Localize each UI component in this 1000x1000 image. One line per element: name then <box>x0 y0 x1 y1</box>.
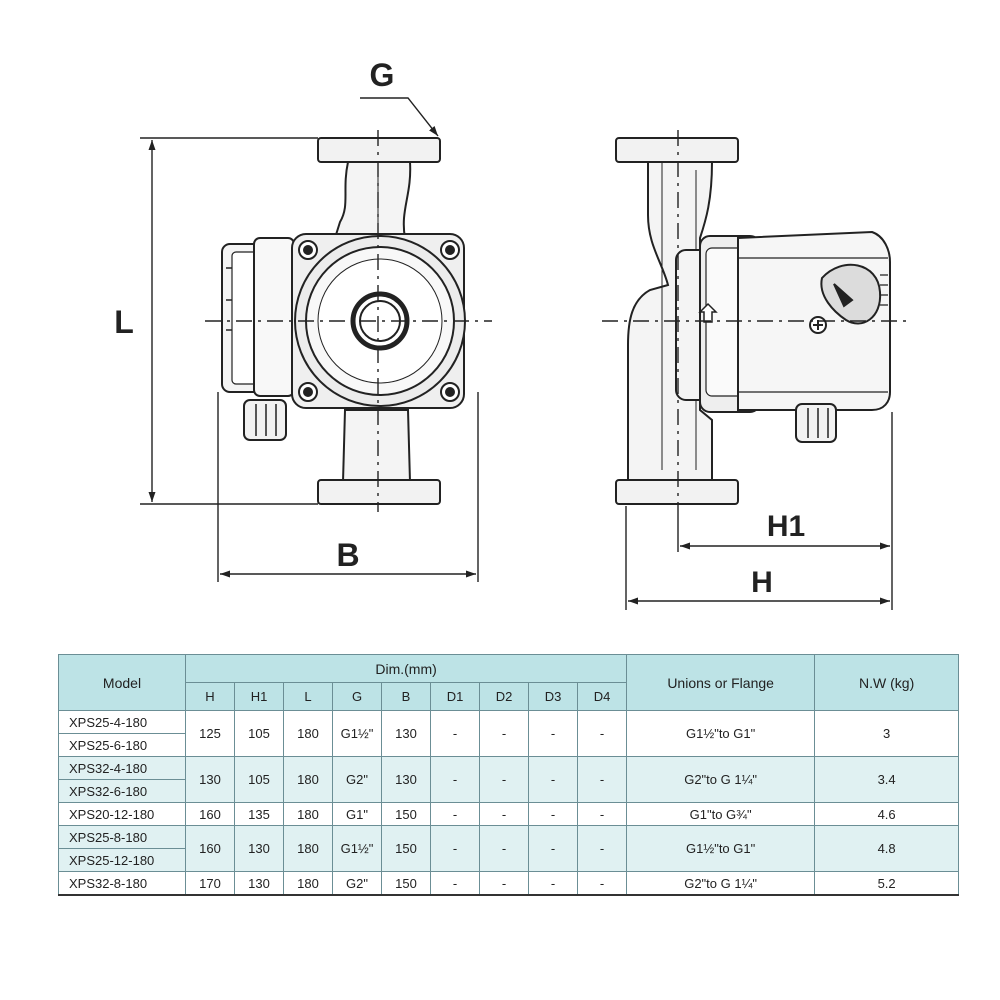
col-dim-d3: D3 <box>528 682 578 711</box>
dim-cell-h1: 130 <box>234 871 284 896</box>
table-row: XPS25-6-180 <box>58 733 959 757</box>
dim-cell-g: G2" <box>332 871 382 896</box>
dim-cell-d1: - <box>430 756 480 803</box>
col-dim-l: L <box>283 682 333 711</box>
dim-cell-d2: - <box>479 710 529 757</box>
dim-cell-d4: - <box>576 871 628 896</box>
unions-cell: G2"to G 1¼" <box>626 756 816 803</box>
dim-cell-d1: - <box>430 802 480 826</box>
spec-table: Model Dim.(mm) Unions or Flange N.W (kg)… <box>58 654 960 896</box>
col-dim-h1: H1 <box>234 682 284 711</box>
model-cell: XPS25-6-180 <box>58 733 186 757</box>
col-model: Model <box>58 654 186 711</box>
dim-cell-h1: 135 <box>234 802 284 826</box>
model-cell: XPS25-8-180 <box>58 825 186 849</box>
model-cell: XPS25-12-180 <box>58 848 186 872</box>
col-dim-h: H <box>185 682 235 711</box>
dim-cell-d2: - <box>479 756 529 803</box>
col-dim: Dim.(mm) <box>184 654 628 683</box>
dim-cell-l: 180 <box>283 871 333 896</box>
dim-cell-l: 180 <box>283 802 333 826</box>
model-cell: XPS32-4-180 <box>58 756 186 780</box>
dim-cell-d1: - <box>430 710 480 757</box>
unions-cell: G2"to G 1¼" <box>626 871 816 896</box>
dim-cell-g: G1½" <box>332 825 382 872</box>
col-dim-g: G <box>332 682 382 711</box>
dim-cell-h1: 105 <box>234 710 284 757</box>
dim-cell-h: 160 <box>185 802 235 826</box>
label-b: B <box>336 537 359 573</box>
col-dim-d1: D1 <box>430 682 480 711</box>
dimension-lines <box>140 97 893 610</box>
dim-cell-b: 130 <box>381 710 431 757</box>
dim-cell-l: 180 <box>283 756 333 803</box>
dim-cell-b: 130 <box>381 756 431 803</box>
label-g: G <box>370 57 395 93</box>
unions-cell: G1½"to G1" <box>626 710 816 757</box>
label-h1: H1 <box>767 510 805 543</box>
col-unions: Unions or Flange <box>626 654 816 711</box>
nw-cell: 3 <box>814 710 960 757</box>
dim-cell-d4: - <box>576 756 628 803</box>
nw-cell: 5.2 <box>814 871 960 896</box>
nw-cell: 3.4 <box>814 756 960 803</box>
table-row: XPS25-12-180 <box>58 848 959 872</box>
col-dim-b: B <box>381 682 431 711</box>
col-dim-d2: D2 <box>479 682 529 711</box>
dim-cell-h: 160 <box>185 825 235 872</box>
dim-cell-b: 150 <box>381 871 431 896</box>
model-cell: XPS32-6-180 <box>58 779 186 803</box>
dim-cell-d4: - <box>576 710 628 757</box>
dim-cell-g: G1" <box>332 802 382 826</box>
dim-cell-h: 125 <box>185 710 235 757</box>
dim-cell-h: 130 <box>185 756 235 803</box>
dim-cell-g: G2" <box>332 756 382 803</box>
side-view <box>615 137 891 505</box>
model-cell: XPS20-12-180 <box>58 802 186 826</box>
dim-cell-d4: - <box>576 802 628 826</box>
col-nw: N.W (kg) <box>814 654 960 711</box>
model-cell: XPS25-4-180 <box>58 710 186 734</box>
label-h: H <box>751 566 773 599</box>
dim-cell-h: 170 <box>185 871 235 896</box>
dim-cell-d1: - <box>430 825 480 872</box>
dim-cell-d3: - <box>528 871 578 896</box>
dim-cell-b: 150 <box>381 825 431 872</box>
dimension-drawing: G L B H1 H <box>114 57 908 610</box>
side-centerlines <box>602 130 908 512</box>
dim-cell-d3: - <box>528 756 578 803</box>
label-l: L <box>114 304 134 340</box>
dim-cell-d2: - <box>479 825 529 872</box>
nw-cell: 4.6 <box>814 802 960 826</box>
nw-cell: 4.8 <box>814 825 960 872</box>
front-centerlines <box>205 130 492 512</box>
unions-cell: G1½"to G1" <box>626 825 816 872</box>
dim-cell-l: 180 <box>283 710 333 757</box>
dim-cell-d1: - <box>430 871 480 896</box>
unions-cell: G1"to G¾" <box>626 802 816 826</box>
dim-cell-g: G1½" <box>332 710 382 757</box>
dim-cell-d2: - <box>479 871 529 896</box>
dim-cell-h1: 105 <box>234 756 284 803</box>
dim-cell-d3: - <box>528 825 578 872</box>
dim-cell-h1: 130 <box>234 825 284 872</box>
dim-cell-d4: - <box>576 825 628 872</box>
dim-cell-d2: - <box>479 802 529 826</box>
col-dim-d4: D4 <box>576 682 628 711</box>
dim-cell-d3: - <box>528 710 578 757</box>
dim-cell-b: 150 <box>381 802 431 826</box>
dim-cell-l: 180 <box>283 825 333 872</box>
model-cell: XPS32-8-180 <box>58 871 186 896</box>
dim-cell-d3: - <box>528 802 578 826</box>
